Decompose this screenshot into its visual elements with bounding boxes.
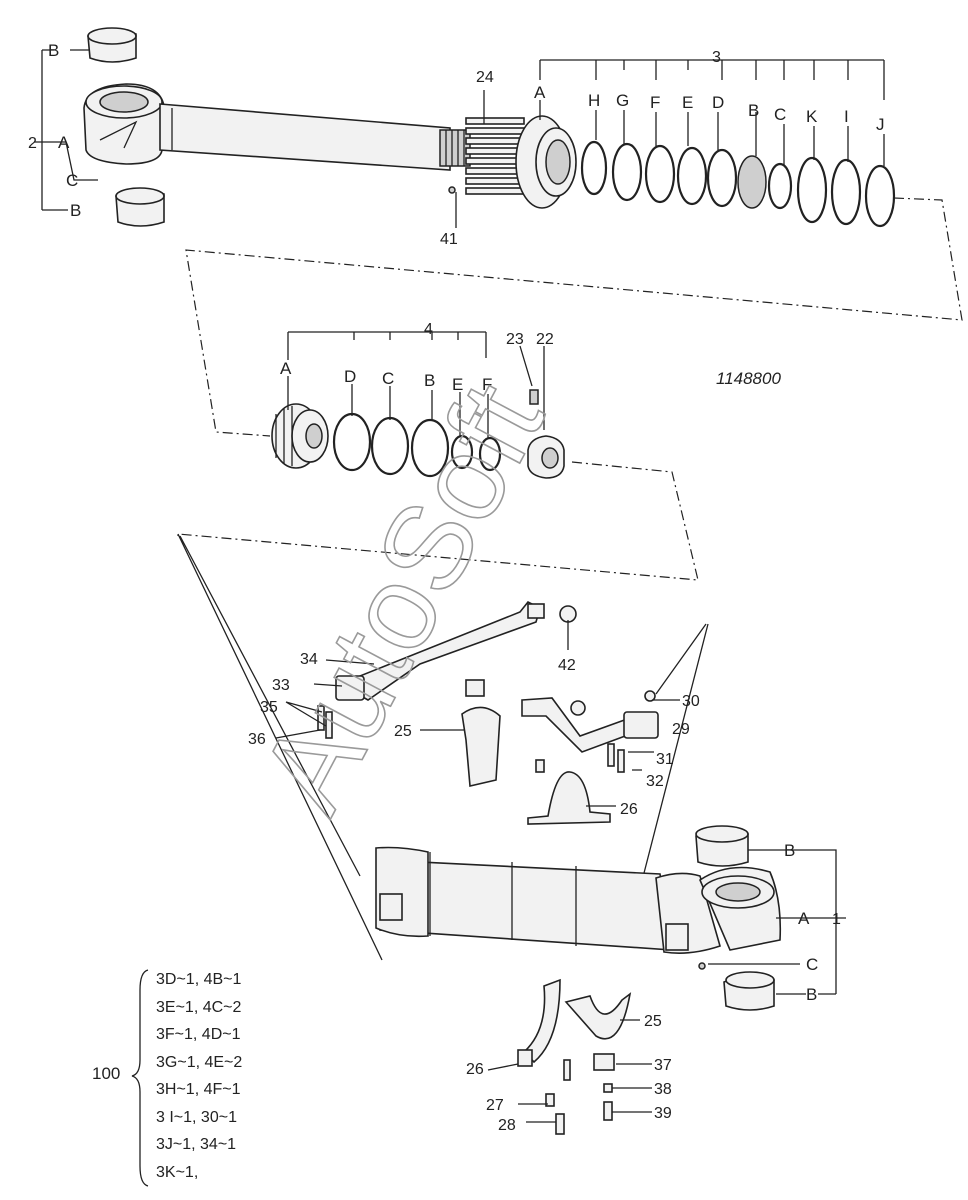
rod-letter-b-top: B (48, 41, 59, 60)
callout-31: 31 (656, 751, 674, 768)
piping-assembly (317, 600, 659, 825)
legend-line: 3D~1, 4B~1 (156, 971, 242, 988)
callout-26-upper: 26 (620, 801, 638, 818)
callout-37: 37 (654, 1057, 672, 1074)
cylinder-tube (375, 846, 782, 970)
kit3-letter-j: J (876, 115, 885, 134)
kit3-letter-c: C (774, 105, 786, 124)
callout-30: 30 (682, 693, 700, 710)
callout-2: 2 (28, 135, 37, 152)
callout-32: 32 (646, 773, 664, 790)
kit3-letter-f: F (650, 93, 660, 112)
kit4-letter-b: B (424, 371, 435, 390)
piston-kit-4 (271, 389, 565, 479)
callout-34: 34 (300, 651, 318, 668)
callout-41: 41 (440, 231, 458, 248)
kit4-letter-a: A (280, 359, 292, 378)
legend-line: 3K~1, (156, 1163, 199, 1181)
callout-27: 27 (486, 1097, 504, 1114)
legend-line: 3 I~1, 30~1 (156, 1108, 237, 1126)
rod-letter-a: A (58, 133, 70, 152)
bolt-set (465, 117, 525, 195)
legend-line: 3E~1, 4C~2 (156, 998, 242, 1016)
kit3-letter-g: G (616, 91, 629, 110)
kit3-letter-h: H (588, 91, 600, 110)
kit4-letter-d: D (344, 367, 356, 386)
callout-33: 33 (272, 677, 290, 694)
callout-4: 4 (424, 321, 433, 338)
drawing-number: 1148800 (716, 369, 781, 388)
callout-22: 22 (536, 331, 554, 348)
kit3-letter-b: B (748, 101, 759, 120)
rod-letter-b-bottom: B (70, 201, 81, 220)
kit3-letter-a: A (534, 83, 546, 102)
tube-letter-b-top: B (784, 841, 795, 860)
kit3-letter-i: I (844, 107, 849, 126)
tube-letter-c: C (806, 955, 818, 974)
legend-line: 3H~1, 4F~1 (156, 1081, 241, 1098)
callout-36: 36 (248, 731, 266, 748)
tube-letter-a: A (798, 909, 810, 928)
tube-letter-b-bottom: B (806, 985, 817, 1004)
kit4-letter-f: F (482, 375, 492, 394)
piston-rod-assembly (83, 83, 577, 209)
callout-25-upper: 25 (394, 723, 412, 740)
callout-42: 42 (558, 657, 576, 674)
callout-23: 23 (506, 331, 524, 348)
legend-line: 3G~1, 4E~2 (156, 1053, 243, 1071)
callout-38: 38 (654, 1081, 672, 1098)
callout-1: 1 (832, 911, 841, 928)
callout-3: 3 (712, 49, 721, 66)
lower-clamp-set (517, 978, 632, 1135)
legend-number: 100 (92, 1064, 121, 1083)
callout-24: 24 (476, 69, 494, 86)
kit4-letter-c: C (382, 369, 394, 388)
kit3-letter-k: K (806, 107, 818, 126)
callout-26-lower: 26 (466, 1061, 484, 1078)
kit3-letter-d: D (712, 93, 724, 112)
callout-35: 35 (260, 699, 278, 716)
kit3-letter-e: E (682, 93, 693, 112)
legend-line: 3J~1, 34~1 (156, 1136, 237, 1153)
callout-29: 29 (672, 721, 690, 738)
rod-letter-c: C (66, 171, 78, 190)
callout-28: 28 (498, 1117, 516, 1134)
seal-kit-3-rings (580, 140, 896, 228)
callout-25-lower: 25 (644, 1013, 662, 1030)
callout-39: 39 (654, 1105, 672, 1122)
legend-line: 3F~1, 4D~1 (156, 1026, 241, 1043)
legend-list: 3D~1, 4B~1 3E~1, 4C~2 3F~1, 4D~1 3G~1, 4… (156, 966, 242, 1186)
kit-legend: 100 3D~1, 4B~1 3E~1, 4C~2 3F~1, 4D~1 3G~… (92, 966, 292, 1192)
kit4-letter-e: E (452, 375, 463, 394)
